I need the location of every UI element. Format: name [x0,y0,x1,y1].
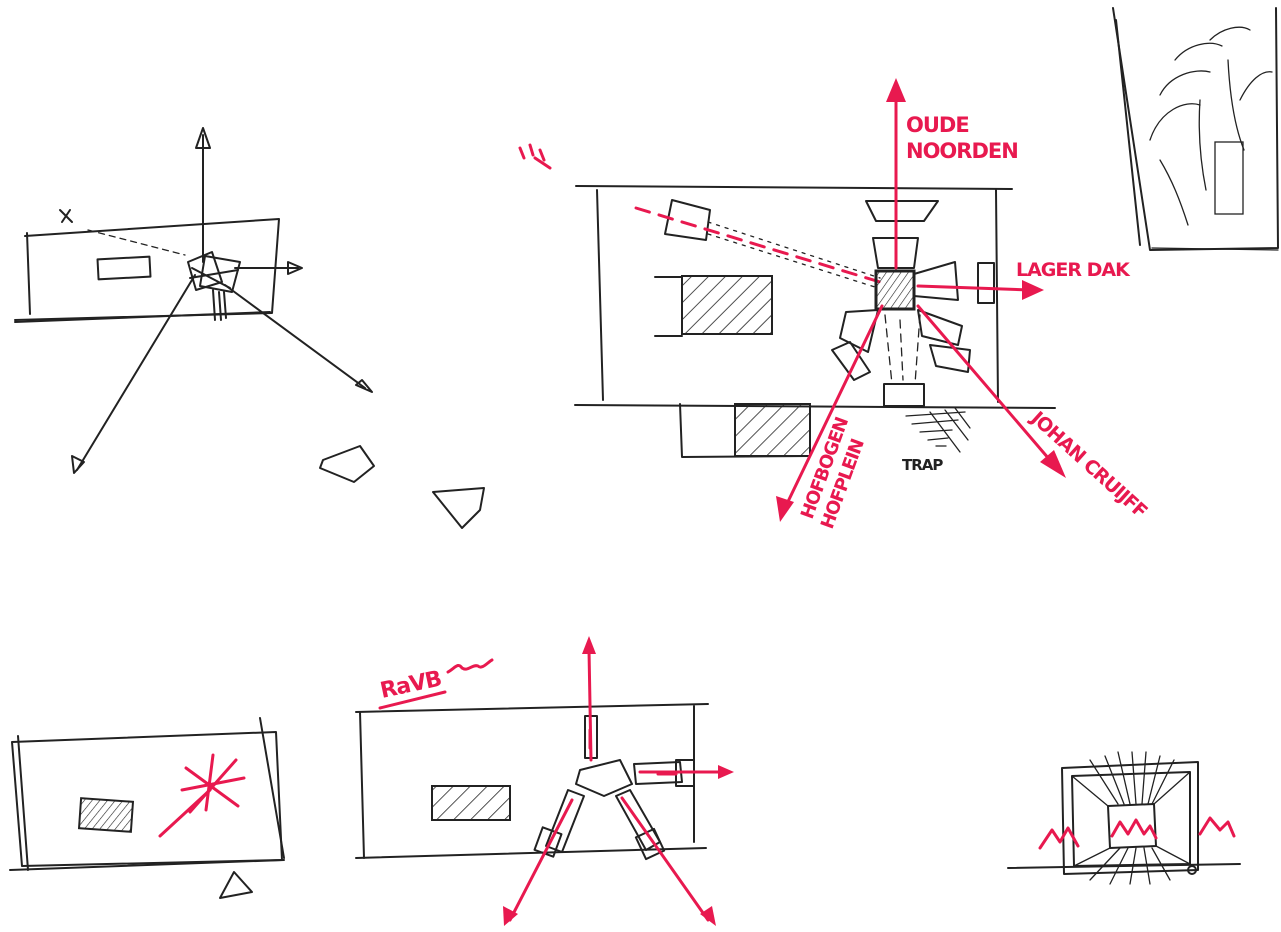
floating-trapezoid-shape [433,488,484,528]
hatched-lower-block [735,404,810,456]
sketch-top-left [15,128,372,473]
sketch-bottom-left [10,718,284,898]
hatched-core-block [682,276,772,334]
label-oude-noorden-line1: OUDE [906,113,969,137]
label-ravb: RaVB [378,667,444,704]
hatched-small-block [79,798,133,832]
hatched-center-block [432,786,510,820]
label-trap: TRAP [902,456,943,474]
floating-pentagon-shape [320,446,374,482]
sketch-bottom-right-perspective [1008,752,1240,884]
central-hub [876,271,914,309]
label-oude-noorden-line2: NOORDEN [906,139,1018,163]
label-lager-dak: LAGER DAK [1016,259,1131,281]
sketch-top-right-facade [1113,8,1278,250]
